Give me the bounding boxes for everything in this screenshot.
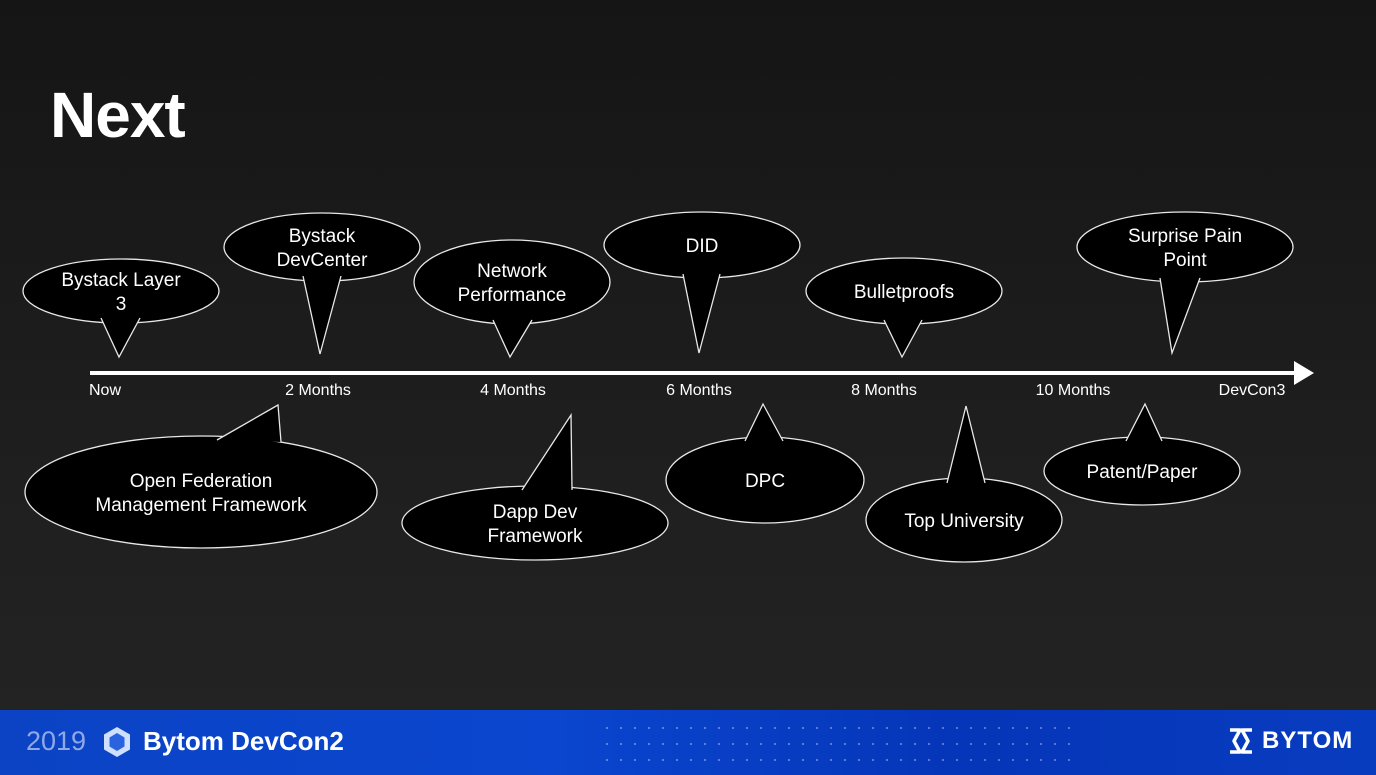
milestone-label: Patent/Paper [1087,462,1199,483]
speech-bubble-tail [492,319,533,359]
timeline-tick-label: 4 Months [480,382,546,399]
speech-bubble [1076,211,1294,283]
speech-bubble [24,435,378,549]
timeline-arrowhead-icon [1294,361,1314,385]
bytom-logo-text: BYTOM [1262,727,1354,754]
speech-bubble-tail [744,402,784,442]
milestone-label: Performance [458,285,567,306]
speech-bubble-tail [1159,277,1201,356]
footer-banner: 2019 Bytom DevCon2 BYTOM [0,710,1376,775]
speech-bubble-tail [883,319,923,359]
milestone-label: DID [686,236,719,257]
milestone-label: Framework [487,526,583,547]
milestone-label: DPC [745,471,785,492]
timeline-tick-label: 10 Months [1036,382,1111,399]
speech-bubble-tail [1125,402,1163,442]
speech-bubble-tail [100,317,141,359]
timeline-tick-label: DevCon3 [1219,382,1286,399]
speech-bubble-tail [302,275,342,355]
timeline-tick-label: Now [89,382,121,399]
milestone-label: Surprise Pain [1128,226,1242,247]
speech-bubble-tail [682,273,721,354]
milestone-label: 3 [116,294,127,315]
timeline-tick-label: 8 Months [851,382,917,399]
slide-title: Next [50,79,186,151]
devcon-hexagon-icon [104,727,130,757]
timeline-diagram: Now 2 Months 4 Months 6 Months 8 Months 10 Mo… [22,211,1314,563]
milestone-label: Management Framework [95,495,307,516]
speech-bubble [401,485,669,561]
milestone-label: Top University [904,511,1024,532]
footer-event-name: Bytom DevCon2 [143,726,344,756]
milestone-label: Bystack [289,226,356,247]
timeline-tick-label: 6 Months [666,382,732,399]
milestone-label: Open Federation [130,471,273,492]
milestone-label: Bystack Layer [61,270,181,291]
speech-bubble-tail [216,403,282,443]
milestone-label: Network [477,261,547,282]
milestone-label: Dapp Dev [493,502,578,523]
footer-year: 2019 [26,726,87,756]
milestone-label: DevCenter [277,250,368,271]
timeline-tick-label: 2 Months [285,382,351,399]
bytom-logo: BYTOM [1226,726,1353,756]
milestone-label: Bulletproofs [854,282,954,303]
speech-bubble-tail [946,405,986,484]
speech-bubble [413,239,611,325]
bytom-logo-icon [1230,728,1252,754]
slide-background [0,0,1376,710]
milestone-label: Point [1163,250,1207,271]
dot-pattern [600,720,1070,775]
speech-bubble-tail [521,412,573,491]
